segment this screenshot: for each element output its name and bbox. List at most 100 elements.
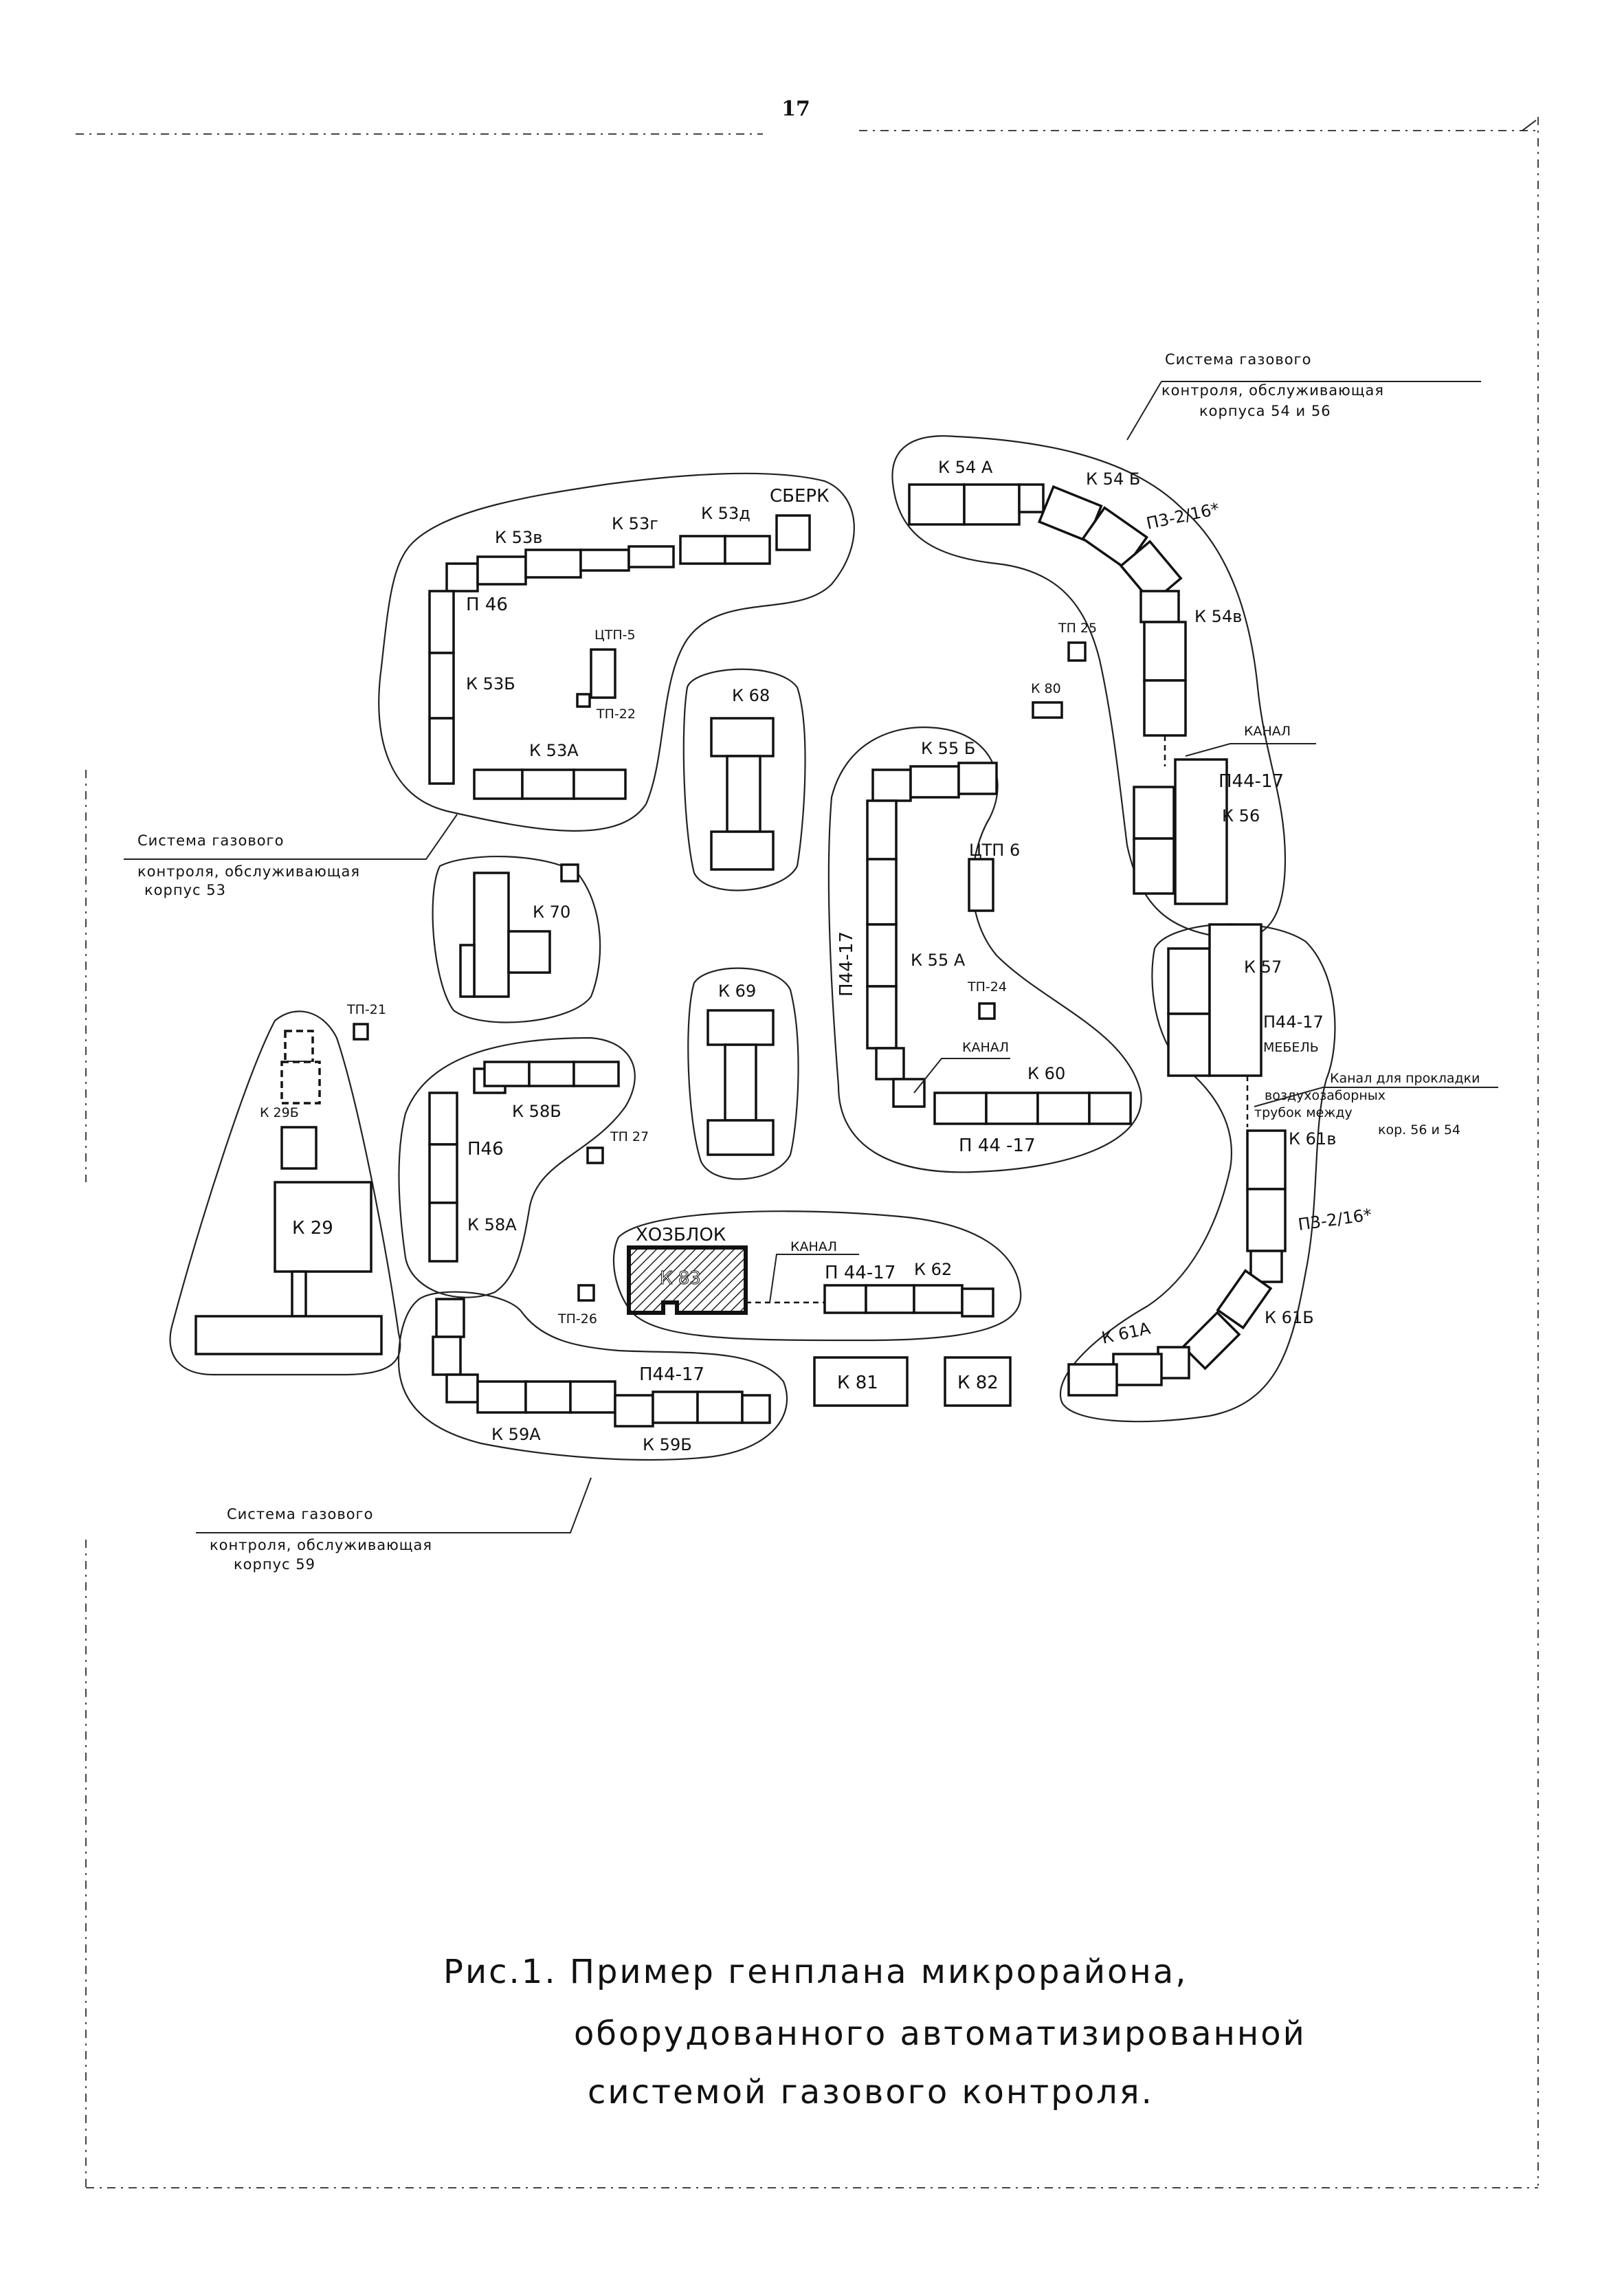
label-k29b: К 29Б	[260, 1105, 299, 1120]
label-k53d: К 53д	[701, 504, 750, 523]
building-k29	[194, 1030, 383, 1355]
gas-zone-53	[378, 472, 855, 832]
label-k53b: К 53Б	[466, 674, 515, 694]
label-k55b: К 55 Б	[921, 739, 975, 758]
label-p44-59: П44-17	[639, 1364, 704, 1385]
label-k29: К 29	[292, 1218, 333, 1239]
buildings-k53	[428, 514, 811, 800]
note-54-56-line1: Система газового	[1165, 351, 1311, 368]
ctp6-block	[968, 858, 994, 912]
label-k70: К 70	[533, 902, 570, 922]
zone-k69	[687, 967, 799, 1180]
label-k81: К 81	[837, 1373, 878, 1393]
label-k82: К 82	[957, 1373, 999, 1393]
note-54-56-line3: корпуса 54 и 56	[1199, 403, 1331, 419]
tp21-block	[353, 1023, 369, 1041]
buildings-k57-k61	[1067, 923, 1287, 1397]
label-mebel: МЕБЕЛЬ	[1263, 1040, 1319, 1055]
label-k61b: К 61Б	[1265, 1308, 1314, 1327]
zone-k83-k62	[612, 1210, 1022, 1342]
gas-zone-54-56	[891, 435, 1287, 940]
label-k69: К 69	[718, 982, 756, 1001]
label-k83: К 83	[660, 1268, 701, 1289]
label-tp26: ТП-26	[557, 1311, 597, 1327]
caption-line2: оборудованного автоматизированной	[574, 2015, 1306, 2053]
label-ctp6: ЦТП 6	[969, 841, 1020, 860]
zone-k57-k61	[1060, 923, 1336, 1423]
label-p3-bottom: П3-2/16*	[1297, 1205, 1373, 1234]
tp24-block	[978, 1002, 996, 1020]
building-k69	[707, 1009, 775, 1156]
note-53-line1: Система газового	[137, 832, 284, 849]
label-k61v: К 61в	[1289, 1129, 1336, 1149]
label-k62: К 62	[914, 1260, 952, 1279]
page-number: 17	[781, 97, 810, 121]
label-k59b: К 59Б	[643, 1435, 692, 1454]
label-p44-57: П44-17	[1263, 1012, 1324, 1032]
label-sberk: СБЕРК	[770, 486, 830, 507]
label-ctp5: ЦТП-5	[594, 628, 636, 643]
note-59-line3: корпус 59	[234, 1556, 315, 1573]
label-k80: К 80	[1031, 681, 1061, 696]
buildings-k83-k62	[627, 1245, 994, 1318]
tp26-block	[577, 1284, 595, 1302]
label-canal-62: КАНАЛ	[790, 1239, 837, 1254]
building-k82	[944, 1356, 1012, 1407]
label-canal-55: КАНАЛ	[962, 1040, 1009, 1055]
label-p46-53: П 46	[466, 595, 508, 615]
label-tp27: ТП 27	[610, 1129, 649, 1144]
note-54-56-line2: контроля, обслуживающая	[1161, 382, 1384, 399]
note-duct-line1: Канал для прокладки	[1330, 1071, 1480, 1086]
building-k68	[710, 717, 775, 871]
canal-54-leader	[1185, 743, 1316, 757]
zone-k55-k60	[827, 727, 1142, 1173]
tp27-block	[586, 1146, 604, 1164]
caption-line3: системой газового контроля.	[588, 2073, 1154, 2111]
note-duct-line4: кор. 56 и 54	[1378, 1122, 1460, 1138]
canal-62-leader	[769, 1254, 859, 1303]
k70-annex	[560, 863, 579, 883]
tp25-block	[1067, 641, 1087, 662]
note-54-56-leader	[1126, 381, 1162, 441]
zone-k29	[169, 1010, 401, 1376]
note-53-line3: корпус 53	[144, 882, 226, 898]
label-p44-60: П 44 -17	[959, 1135, 1036, 1156]
zone-k68	[682, 668, 806, 891]
label-k54v: К 54в	[1194, 607, 1242, 626]
tp22-block	[576, 693, 591, 708]
building-k70	[459, 872, 551, 998]
buildings-k56	[1133, 758, 1228, 905]
caption-line1: Рис.1. Пример генплана микрорайона,	[443, 1953, 1188, 1991]
label-k68: К 68	[732, 686, 770, 705]
building-k81	[813, 1356, 909, 1407]
zone-k70	[432, 855, 601, 1023]
label-k58a: К 58А	[467, 1215, 517, 1234]
label-k53a: К 53А	[529, 741, 579, 760]
label-p3-top: П3-2/16*	[1144, 499, 1221, 533]
note-duct-leader	[1254, 1087, 1498, 1107]
label-canal-54: КАНАЛ	[1244, 724, 1291, 739]
label-k60: К 60	[1027, 1064, 1065, 1083]
buildings-k59	[432, 1298, 771, 1428]
label-k59a: К 59А	[491, 1425, 541, 1444]
note-duct-line2: воздухозаборных	[1265, 1088, 1386, 1103]
label-p44-55: П44-17	[836, 931, 857, 997]
label-k57: К 57	[1244, 957, 1282, 977]
label-p44-56: П44-17	[1219, 771, 1284, 792]
label-khozblok: ХОЗБЛОК	[636, 1225, 726, 1245]
label-k54b: К 54 Б	[1086, 469, 1140, 489]
note-59-line1: Система газового	[227, 1506, 373, 1522]
label-k53g: К 53г	[612, 514, 658, 533]
label-k53v: К 53в	[495, 528, 542, 547]
note-59-line2: контроля, обслуживающая	[210, 1537, 432, 1553]
label-k56: К 56	[1222, 806, 1260, 825]
buildings-k54	[908, 483, 1187, 766]
note-53-line2: контроля, обслуживающая	[137, 863, 360, 880]
buildings-k55-k60	[866, 762, 1132, 1125]
note-duct-line3: трубок между	[1254, 1105, 1353, 1120]
gas-zone-59	[397, 1291, 788, 1461]
label-tp21: ТП-21	[346, 1002, 386, 1017]
label-tp25: ТП 25	[1058, 621, 1097, 636]
